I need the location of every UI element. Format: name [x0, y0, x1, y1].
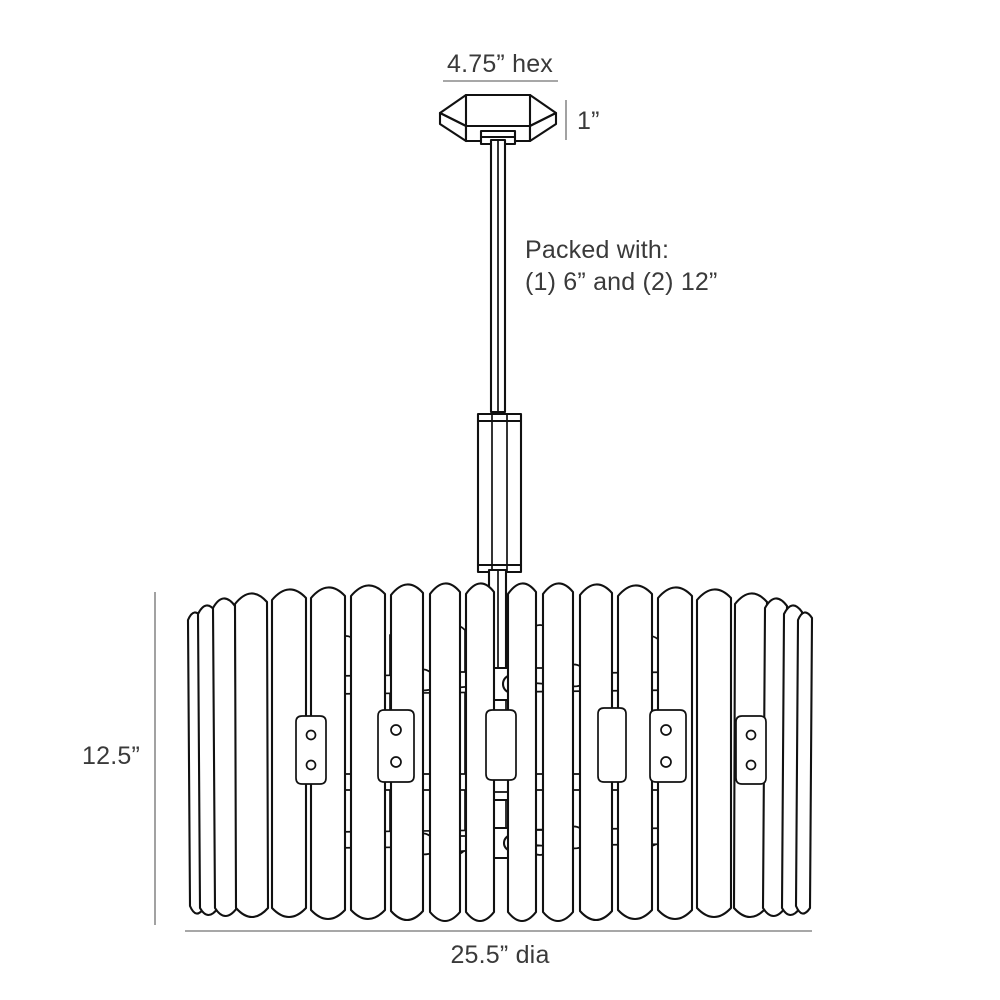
downrod-tube: [489, 138, 507, 414]
bracket: [597, 707, 627, 783]
bracket: [485, 709, 517, 781]
packed-with-line-2: (1) 6” and (2) 12”: [525, 268, 718, 296]
shade-front-slats: [186, 582, 814, 923]
bracket: [377, 709, 415, 783]
hex-body-coupler: [476, 412, 523, 574]
bracket: [735, 715, 767, 785]
slat-mounting-brackets: [295, 707, 767, 785]
bracket: [649, 709, 687, 783]
shade-height-label: 12.5”: [82, 742, 140, 770]
bracket: [295, 715, 327, 785]
packed-with-line-1: Packed with:: [525, 236, 669, 264]
canopy-height-label: 1”: [577, 107, 600, 135]
hex-canopy-dimension-label: 4.75” hex: [447, 50, 553, 78]
shade-diameter-label: 25.5” dia: [450, 941, 549, 969]
hex-canopy: [438, 93, 558, 146]
